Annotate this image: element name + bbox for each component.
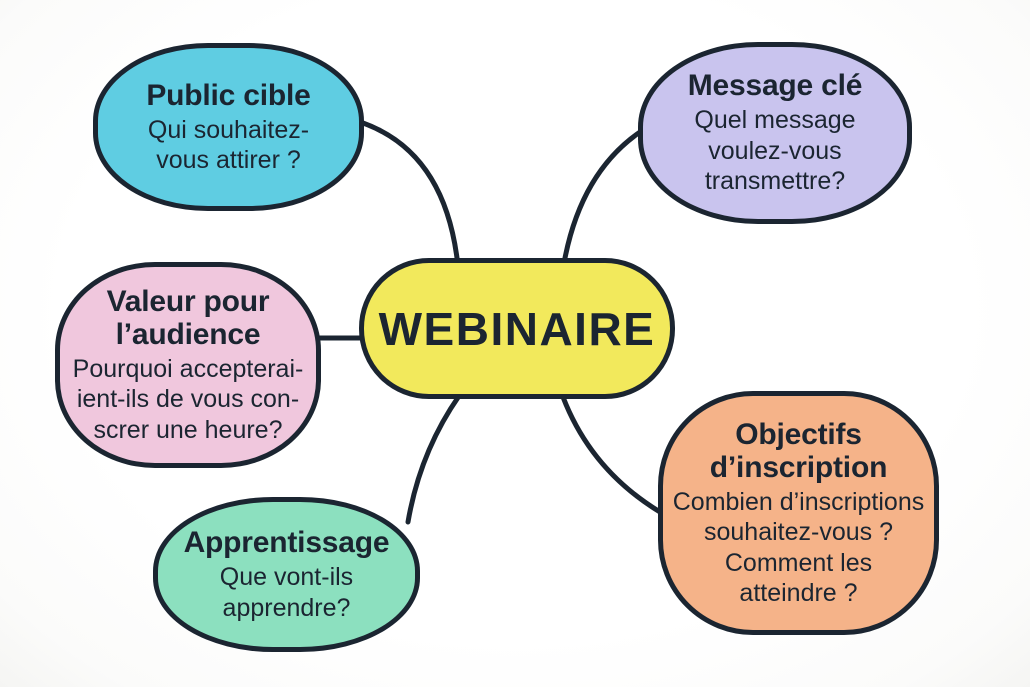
node-valeur-audience-title: Valeur pour l’audience <box>106 284 270 351</box>
node-webinaire-title: WEBINAIRE <box>378 302 656 355</box>
node-valeur-audience[interactable]: Valeur pour l’audience Pourquoi accepter… <box>55 262 321 468</box>
node-objectifs-inscription-body: Combien d’inscriptions souhaitez-vous ? … <box>672 487 925 608</box>
node-message-cle[interactable]: Message clé Quel message voulez-vous tra… <box>638 42 912 224</box>
node-message-cle-body: Quel message voulez-vous transmettre? <box>694 106 856 196</box>
link-webinaire-objectifs-inscription <box>560 394 663 515</box>
node-apprentissage[interactable]: Apprentissage Que vont-ils apprendre? <box>153 497 420 652</box>
node-objectifs-inscription[interactable]: Objectifs d’inscription Combien d’inscri… <box>658 391 939 635</box>
link-webinaire-apprentissage <box>405 393 462 525</box>
node-message-cle-title: Message clé <box>687 69 863 103</box>
node-public-cible-body: Qui souhaitez- vous attirer ? <box>147 115 310 175</box>
node-webinaire[interactable]: WEBINAIRE <box>359 258 675 399</box>
node-objectifs-inscription-title: Objectifs d’inscription <box>709 417 888 484</box>
link-webinaire-message-cle <box>562 129 643 261</box>
node-public-cible[interactable]: Public cible Qui souhaitez- vous attirer… <box>93 43 364 211</box>
node-apprentissage-title: Apprentissage <box>183 526 390 559</box>
node-valeur-audience-body: Pourquoi accepterai- ient-ils de vous co… <box>72 354 304 444</box>
node-public-cible-title: Public cible <box>146 78 311 112</box>
link-webinaire-public-cible <box>360 120 460 261</box>
node-apprentissage-body: Que vont-ils apprendre? <box>219 563 354 622</box>
